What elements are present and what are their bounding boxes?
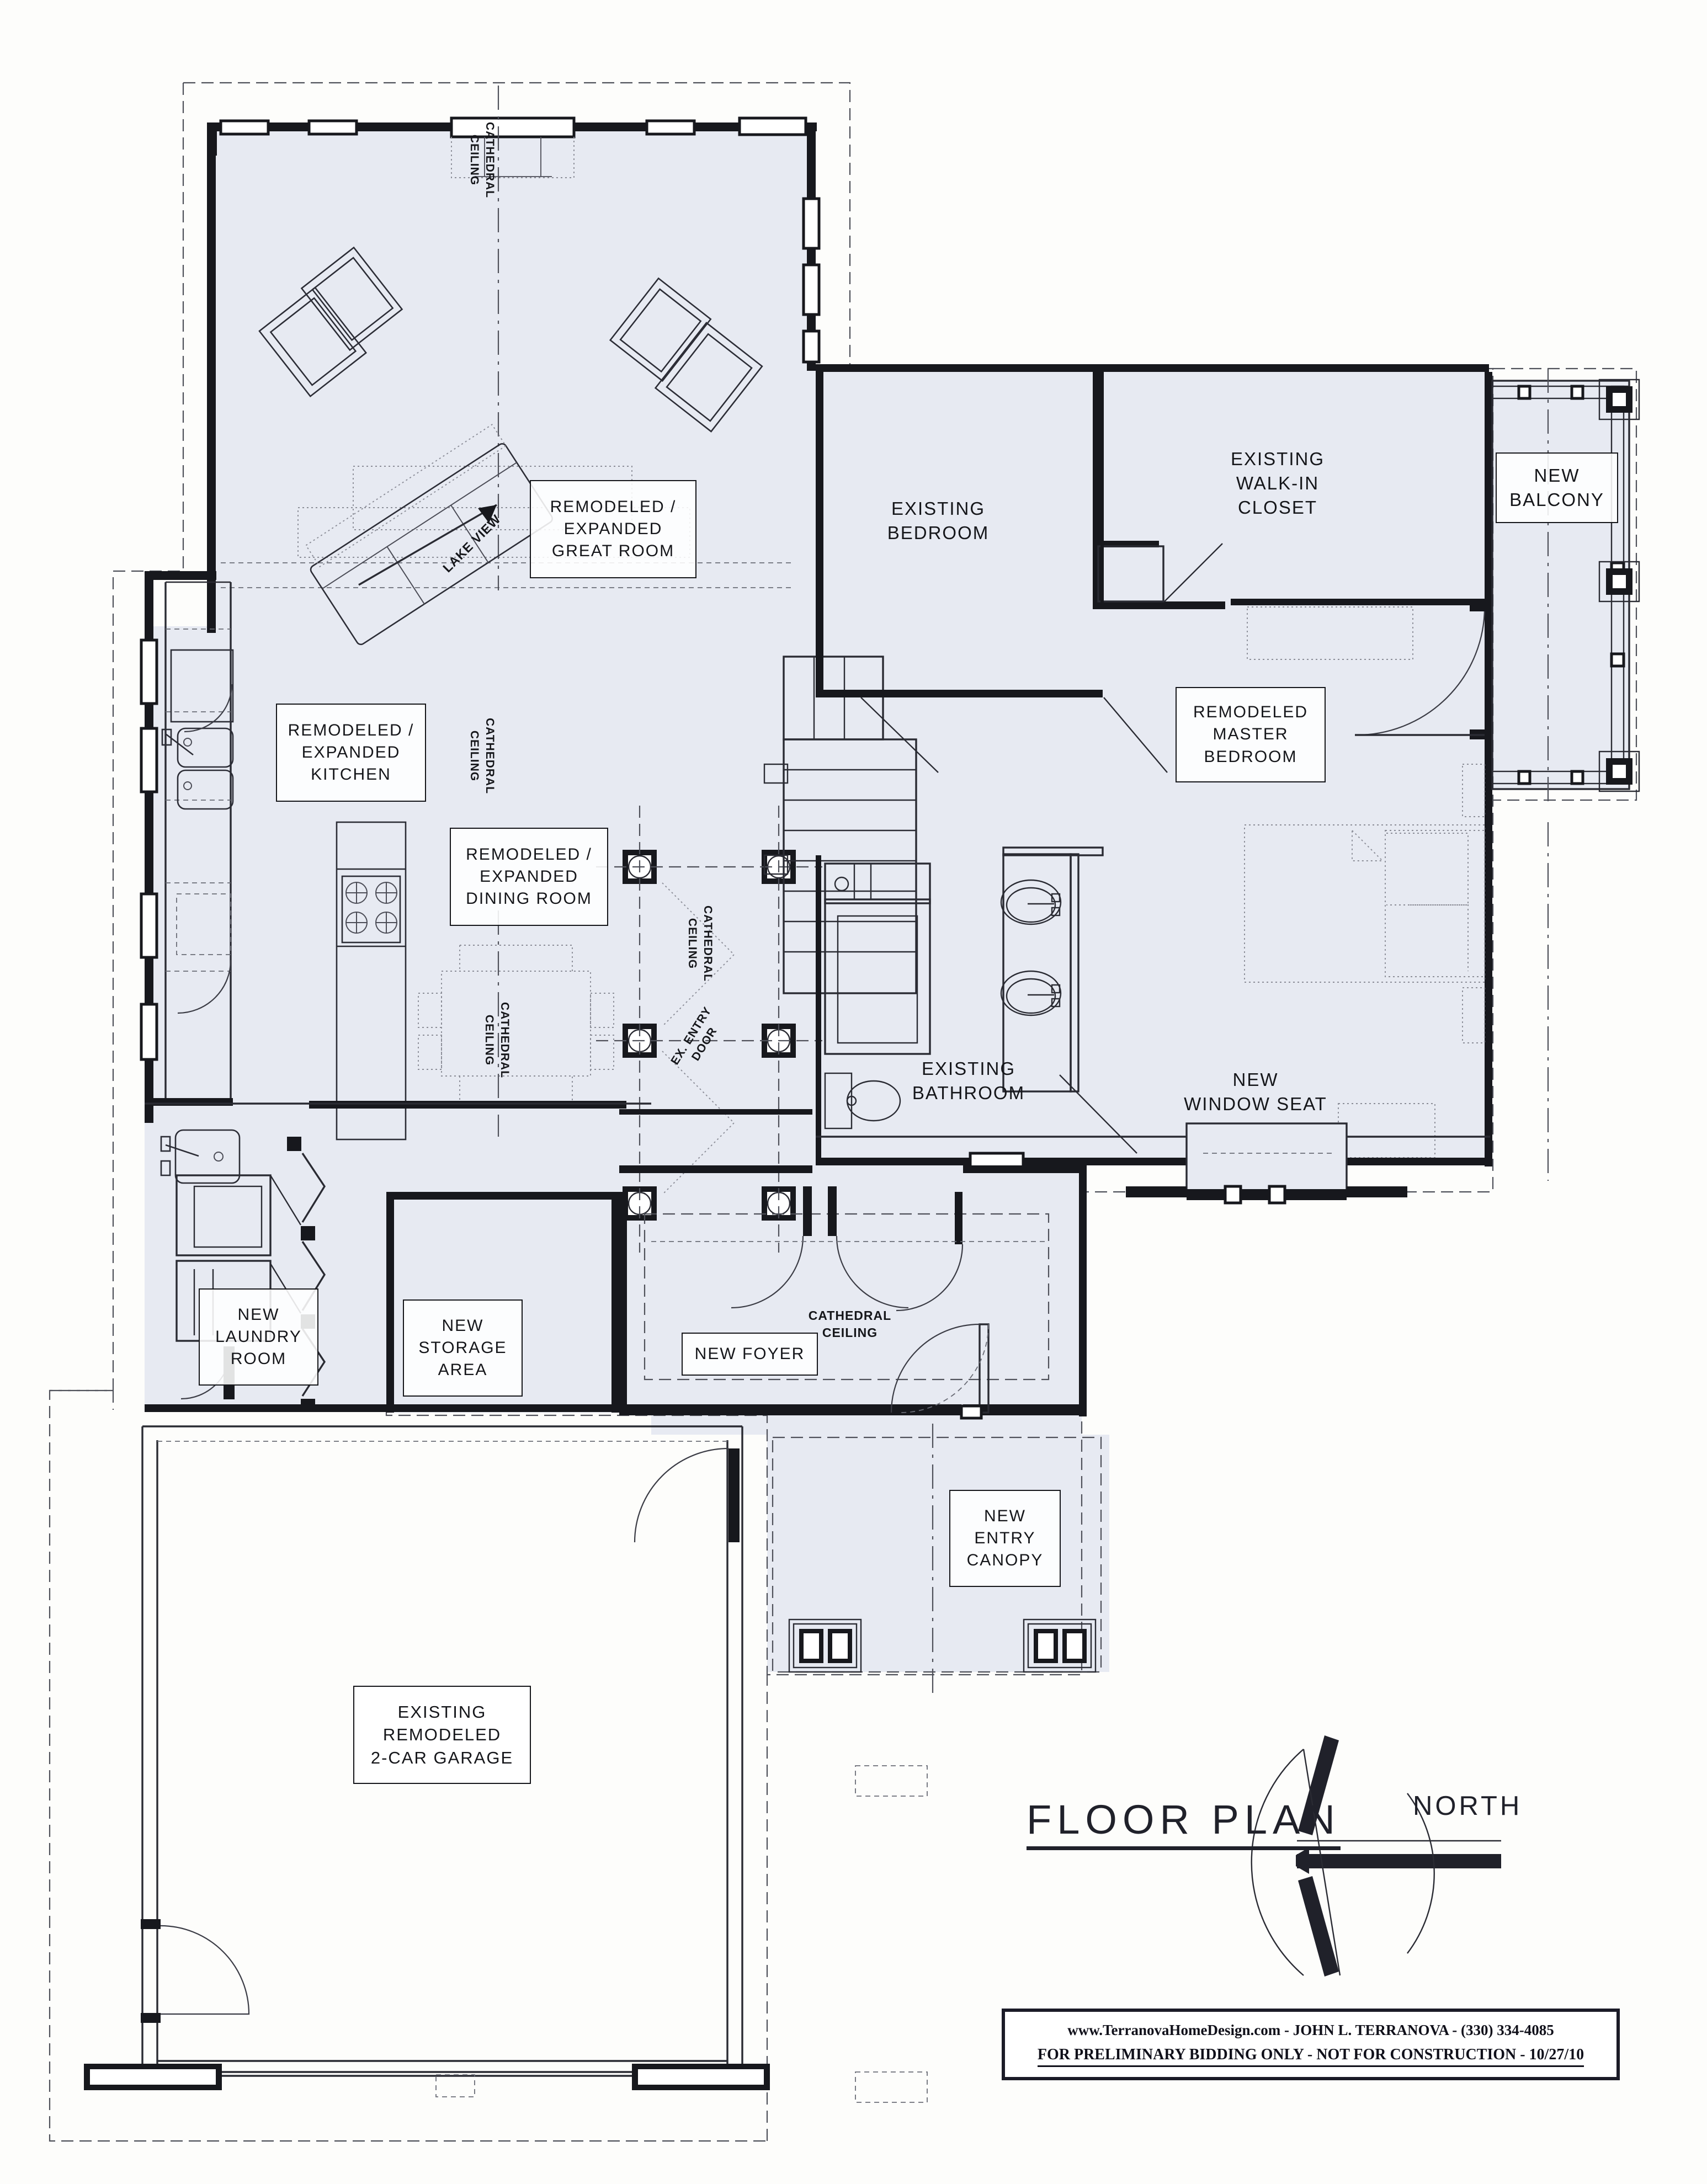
lounge-chairs-right <box>609 277 763 433</box>
title-block-line-1: www.TerranovaHomeDesign.com - JOHN L. TE… <box>1067 2022 1554 2038</box>
dining-room <box>418 910 614 1137</box>
north-label: NORTH <box>1413 1791 1523 1821</box>
double-vanity <box>1000 846 1104 1093</box>
north-arrow <box>1251 1735 1501 1977</box>
existing-bedroom <box>816 364 1489 773</box>
lounge-chairs-left <box>258 246 403 398</box>
lake-view-arrow <box>358 504 497 586</box>
walk-in-closet <box>1100 372 1492 1166</box>
balcony-post <box>1598 750 1640 792</box>
kitchen-sink <box>161 727 234 810</box>
kitchen-island <box>336 821 407 1141</box>
title-block-line-2: FOR PRELIMINARY BIDDING ONLY - NOT FOR C… <box>1037 2046 1584 2067</box>
laundry-sink <box>160 1129 241 1184</box>
new-foyer <box>619 1165 1087 1420</box>
canopy-post-pair <box>788 1618 862 1673</box>
toilet <box>824 1072 901 1130</box>
misc-walls <box>145 1098 1049 1242</box>
title-block: www.TerranovaHomeDesign.com - JOHN L. TE… <box>1002 2009 1620 2080</box>
page-title: FLOOR PLAN <box>1027 1796 1341 1850</box>
angled-sofa <box>305 424 553 646</box>
new-balcony <box>1491 369 1640 806</box>
existing-bathroom <box>816 846 1490 1170</box>
canopy-post-pair <box>1023 1618 1097 1673</box>
new-window-seat <box>1126 1122 1407 1205</box>
great-room-windows <box>219 116 807 178</box>
existing-garage <box>84 1425 928 2103</box>
stairs <box>763 656 917 994</box>
structural-columns <box>596 806 822 1253</box>
new-entry-canopy <box>772 1424 1102 1694</box>
kitchen <box>140 571 407 1184</box>
balcony-post <box>1598 561 1640 603</box>
balcony-post <box>1598 379 1640 420</box>
great-room <box>207 86 821 630</box>
